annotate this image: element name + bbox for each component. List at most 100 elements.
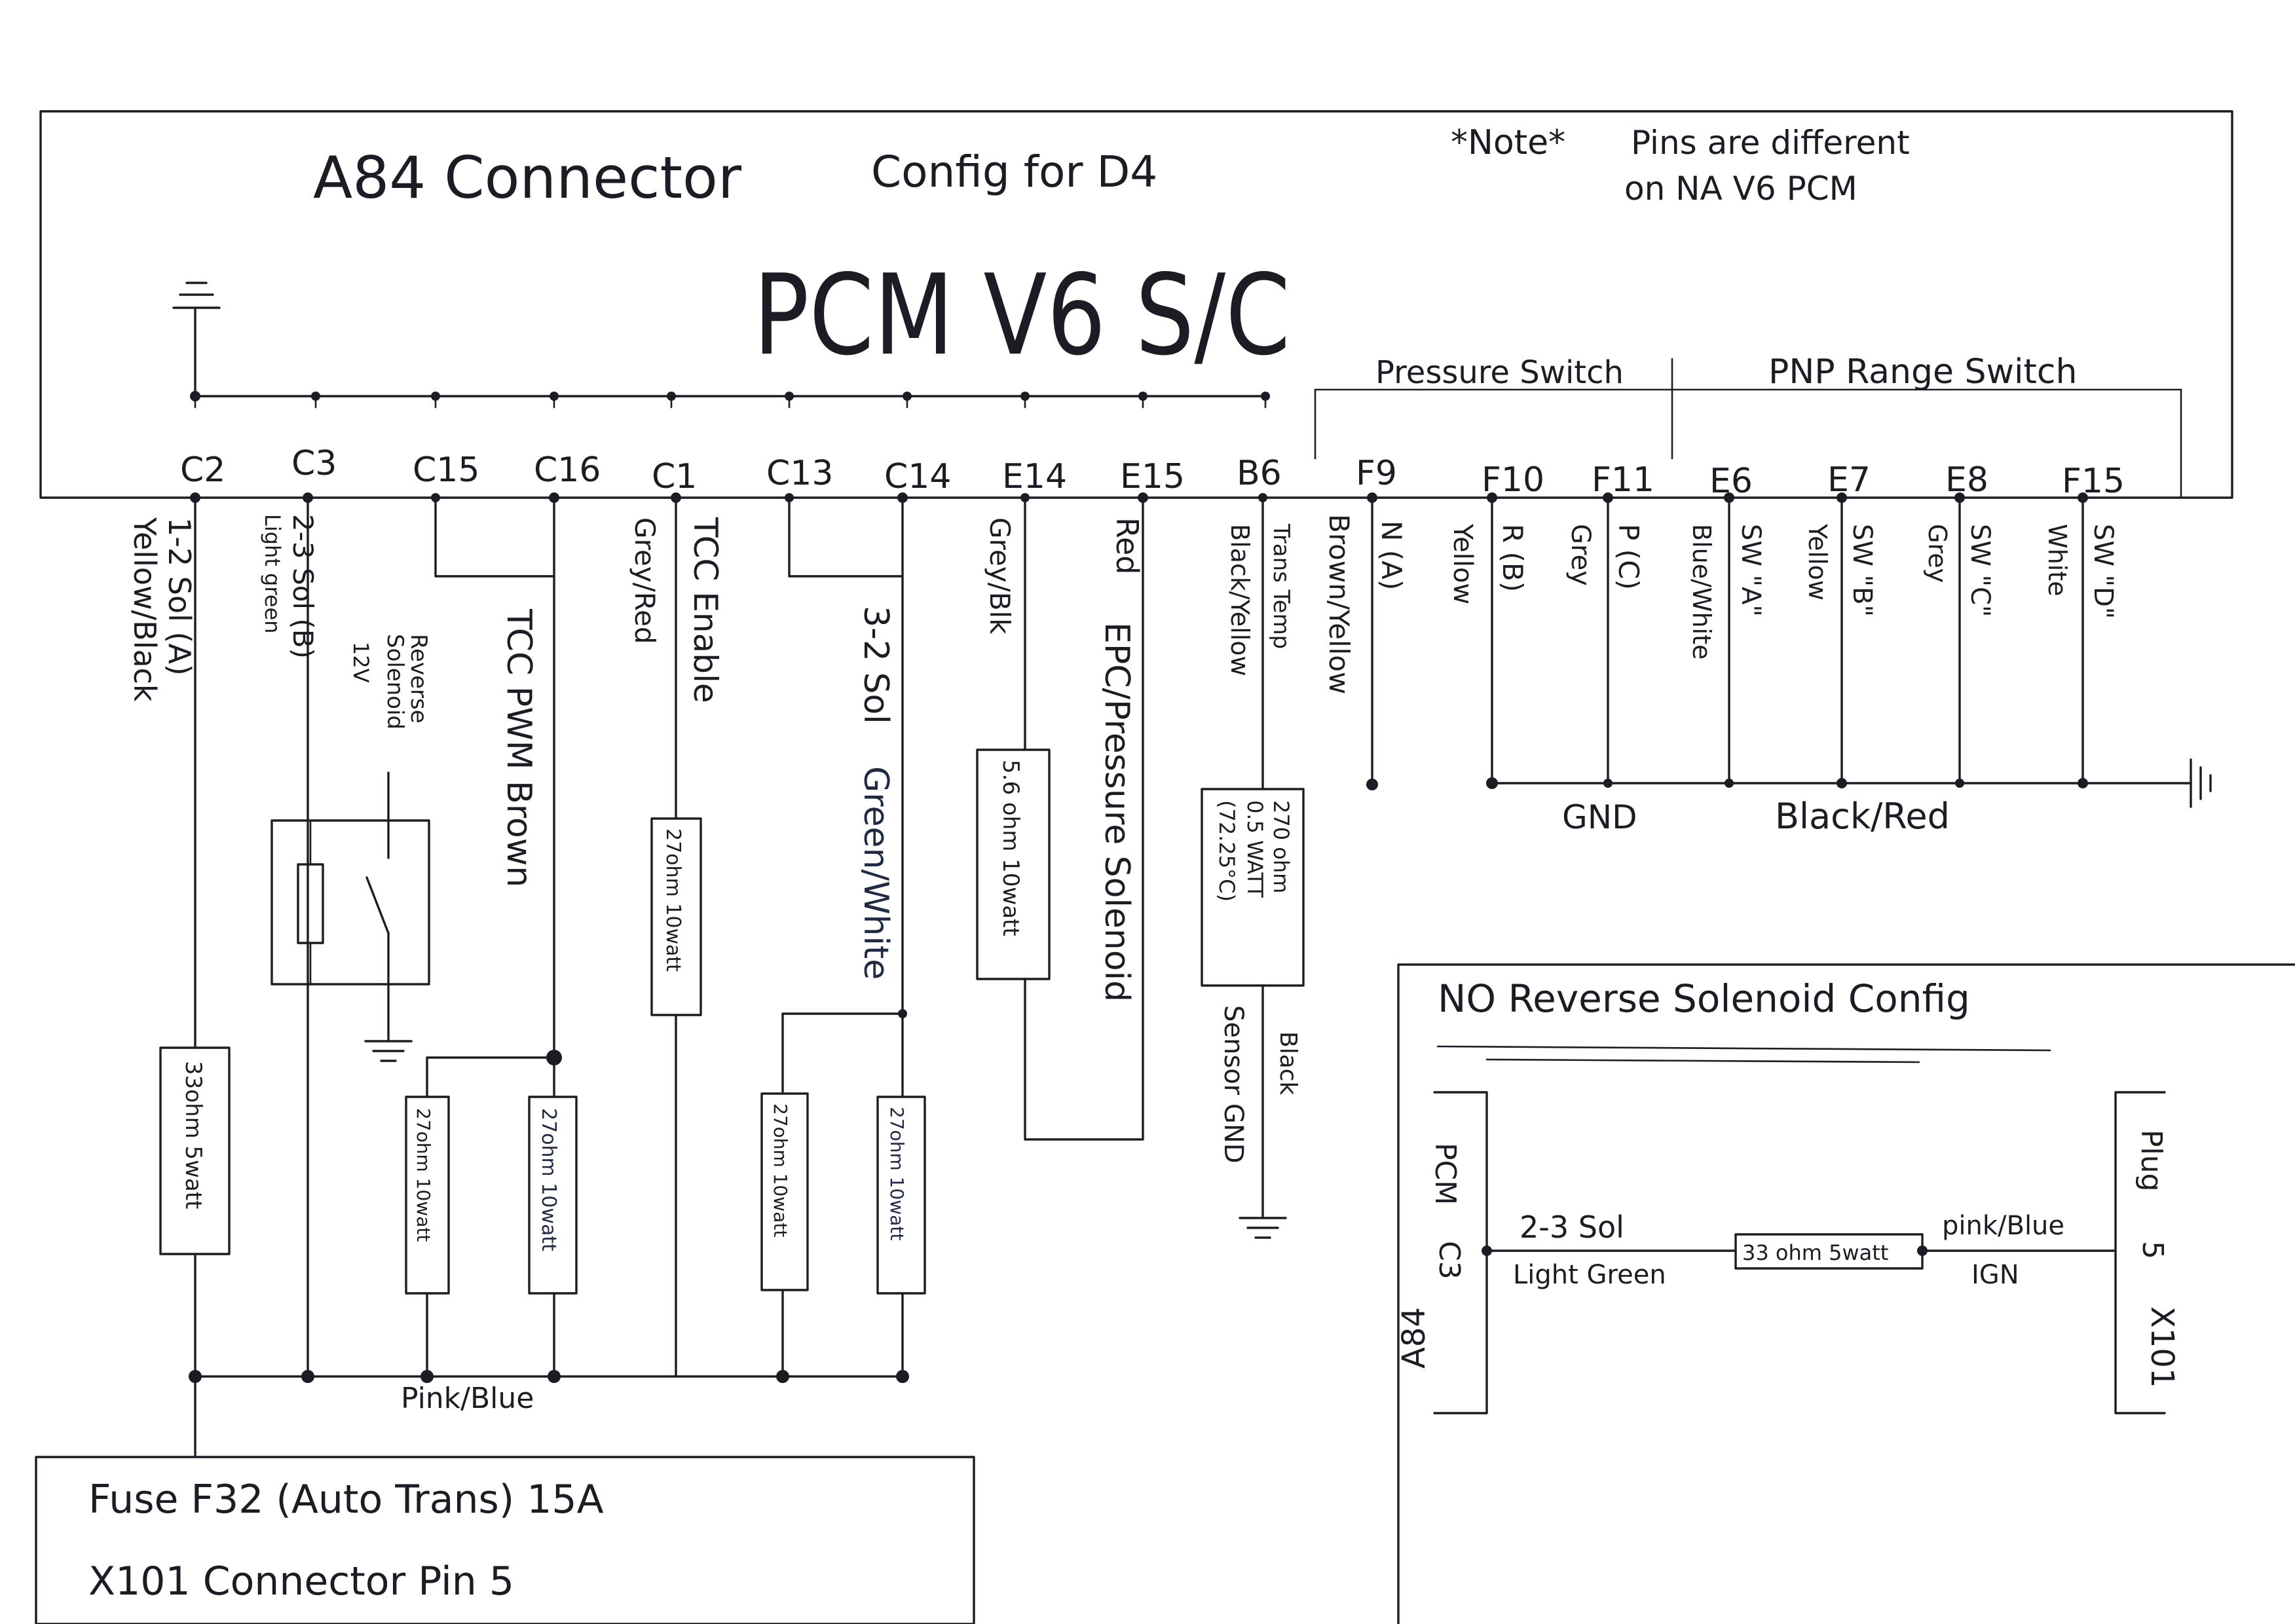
c14-label-a: 3-2 Sol xyxy=(856,606,895,724)
reverse-label-a: Reverse xyxy=(405,634,432,724)
fuse-line1: Fuse F32 (Auto Trans) 15A xyxy=(88,1477,604,1522)
reverse-label-b: Solenoid xyxy=(382,634,408,729)
resistor-c13 xyxy=(760,1092,809,1291)
f9-label-b: N (A) xyxy=(1375,521,1408,590)
e8-label-b: SW "C" xyxy=(1965,524,1995,617)
pin-c13: C13 xyxy=(766,454,833,493)
resistor-e14-label: 5.6 ohm 10watt xyxy=(998,760,1024,936)
inset-title-underline2 xyxy=(1485,1058,1920,1063)
resistor-c16 xyxy=(528,1096,578,1295)
resistor-c16-label: 27ohm 10watt xyxy=(537,1108,560,1251)
fuse-box xyxy=(35,1456,975,1624)
pin-c3: C3 xyxy=(291,444,337,483)
wire-c15-branch xyxy=(426,1056,555,1098)
inset-x101-label: X101 xyxy=(2144,1306,2180,1388)
f15-label-b: SW "D" xyxy=(2088,524,2118,619)
e6-label-b: SW "A" xyxy=(1736,524,1766,617)
f9-label-a: Brown/Yellow xyxy=(1323,514,1355,694)
pin-e7: E7 xyxy=(1827,460,1871,500)
e6-label-a: Blue/White xyxy=(1687,524,1716,659)
inset-c3-label: C3 xyxy=(1432,1241,1466,1280)
e14-label: Grey/Blk xyxy=(984,517,1016,635)
inset-title: NO Reverse Solenoid Config xyxy=(1438,976,1970,1021)
pin-f11: F11 xyxy=(1592,460,1654,500)
e15-label-a: Red xyxy=(1110,517,1145,574)
e7-label-b: SW "B" xyxy=(1847,524,1877,617)
reverse-solenoid-relay xyxy=(271,819,430,986)
c3-label-b: Light green xyxy=(260,514,285,633)
wire-c13-branch xyxy=(781,1012,904,1095)
inset-resistor-label: 33 ohm 5watt xyxy=(1742,1240,1888,1265)
inset-right-top: pink/Blue xyxy=(1942,1211,2064,1241)
inset-box xyxy=(1397,963,2295,1624)
pin-f9: F9 xyxy=(1356,454,1397,493)
c2-label-a: 1-2 Sol (A) xyxy=(162,517,197,676)
pnp-ground-symbol xyxy=(2190,758,2212,808)
relay-ground-symbol xyxy=(364,1040,413,1062)
f11-label-b: P (C) xyxy=(1613,524,1645,590)
pin-b6: B6 xyxy=(1237,454,1282,493)
pressure-switch-label: Pressure Switch xyxy=(1375,354,1624,391)
pin-c1: C1 xyxy=(652,457,697,496)
pin-c14: C14 xyxy=(884,457,951,496)
inset-plug-label: Plug xyxy=(2135,1130,2168,1192)
relay-coil xyxy=(297,863,324,944)
wire-c15-loop xyxy=(434,496,555,578)
c1-label-b: Grey/Red xyxy=(629,517,661,644)
chassis-ground-symbol xyxy=(172,282,221,397)
wire-e15 xyxy=(1024,496,1144,1141)
bus-junctions xyxy=(189,1370,909,1383)
inset-right-bottom: IGN xyxy=(1971,1260,2019,1290)
inset-wire-top: 2-3 Sol xyxy=(1520,1209,1624,1245)
c3-label-a: 2-3 Sol (B) xyxy=(287,514,319,659)
pin-c15: C15 xyxy=(413,451,479,490)
pin-c2: C2 xyxy=(180,451,225,490)
resistor-c14-label: 27ohm 10watt xyxy=(886,1107,908,1240)
sensor-label-a: Black xyxy=(1275,1031,1301,1096)
resistor-c2-label: 33ohm 5watt xyxy=(180,1061,206,1209)
connector-title: A84 Connector xyxy=(313,144,742,212)
b6-label-a: Trans Temp xyxy=(1268,523,1294,649)
pin-e15: E15 xyxy=(1120,457,1185,496)
sensor-label-b: Sensor GND xyxy=(1218,1005,1248,1164)
switch-group-bracket xyxy=(1314,388,2182,499)
fuse-line2: X101 Connector Pin 5 xyxy=(88,1559,514,1604)
pcm-title: PCM V6 S/C xyxy=(753,251,1290,380)
pcm-box xyxy=(39,110,2233,499)
pin-labels: C2 C3 C15 C16 C1 C13 C14 E14 E15 B6 F9 F… xyxy=(180,444,2125,501)
note-line1: Pins are different xyxy=(1631,124,1910,162)
c1-label-a: TCC Enable xyxy=(686,517,724,703)
f10-label-a: Yellow xyxy=(1447,523,1478,604)
wire-labels: 1-2 Sol (A) Yellow/Black 2-3 Sol (B) Lig… xyxy=(127,514,2118,1164)
e8-label-a: Grey xyxy=(1923,524,1952,583)
resistor-c15-label: 27ohm 10watt xyxy=(413,1108,434,1242)
inset-a84-label: A84 xyxy=(1396,1307,1432,1369)
resistor-e14 xyxy=(976,748,1051,980)
inset-pin5-label: 5 xyxy=(2136,1241,2169,1259)
relay-contact-switch xyxy=(365,876,390,934)
resistor-c1-label: 27ohm 10watt xyxy=(662,828,684,972)
resistor-c13-label: 27ohm 10watt xyxy=(770,1103,791,1237)
b6-label-b: Black/Yellow xyxy=(1225,524,1254,676)
c14-label-b: Green/White xyxy=(856,766,895,980)
c2-label-b: Yellow/Black xyxy=(127,517,162,702)
note-line2: on NA V6 PCM xyxy=(1624,170,1857,208)
resistor-b6-line2: 0.5 WATT xyxy=(1242,800,1267,898)
wire-c13-loop xyxy=(788,496,904,578)
resistor-b6 xyxy=(1201,788,1305,987)
pin-e8: E8 xyxy=(1945,460,1988,500)
config-label: Config for D4 xyxy=(871,147,1157,197)
pin-f15: F15 xyxy=(2062,462,2125,501)
resistor-b6-line3: (72.25°C) xyxy=(1214,800,1239,902)
gnd-label: GND xyxy=(1562,798,1637,836)
reverse-label-c: 12V xyxy=(348,642,373,683)
f11-label-a: Grey xyxy=(1565,524,1595,586)
resistor-c2 xyxy=(159,1046,231,1255)
c16-label: TCC PWM Brown xyxy=(499,608,538,887)
f10-label-b: R (B) xyxy=(1497,524,1529,592)
pin-e14: E14 xyxy=(1002,457,1067,496)
sensor-ground-symbol xyxy=(1239,1217,1287,1239)
inset-title-underline xyxy=(1436,1045,2051,1052)
inset-x101-connector xyxy=(2114,1091,2166,1414)
